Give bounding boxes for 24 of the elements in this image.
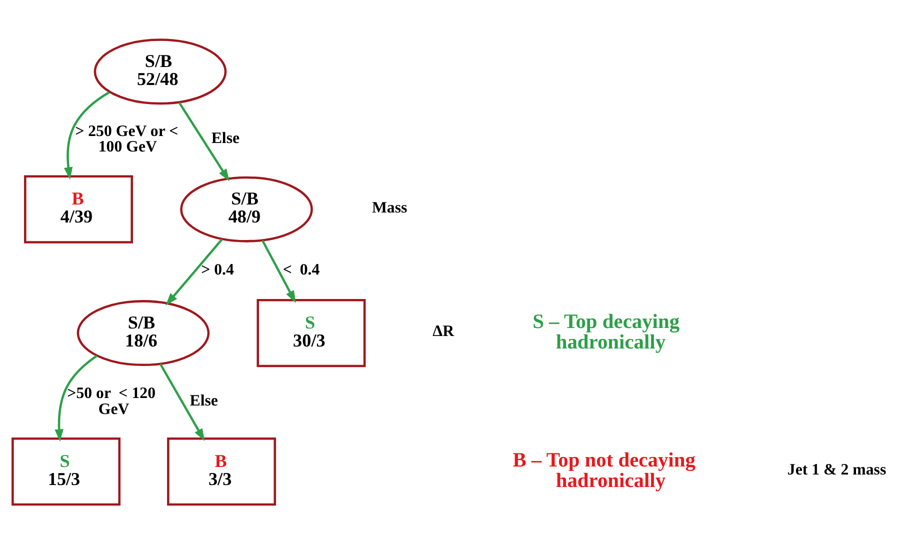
label: S – Top decaying hadronically xyxy=(532,310,680,353)
label: B – Top not decaying hadronically xyxy=(512,448,696,492)
node-box: B 4/39 xyxy=(24,174,133,243)
edge-label: < 0.4 xyxy=(282,260,320,278)
arrow xyxy=(262,239,296,303)
edge-label: > 0.4 xyxy=(201,260,234,278)
label: ΔR xyxy=(432,322,454,340)
node-box: S 15/3 xyxy=(12,436,120,506)
node-ellipse: S/B 52/48 xyxy=(94,38,227,104)
edge-label: > 250 GeV or < 100 GeV xyxy=(75,122,178,156)
arrow xyxy=(166,238,223,306)
label: Jet 1 & 2 mass xyxy=(787,461,886,478)
node-box: S 30/3 xyxy=(256,298,366,367)
node-ellipse: S/B 18/6 xyxy=(76,300,210,366)
node-ellipse: S/B 48/9 xyxy=(180,176,313,242)
edge-label: Else xyxy=(190,392,218,409)
edge-label: >50 or < 120 GeV xyxy=(67,384,156,418)
edge-label: Else xyxy=(211,130,240,147)
node-box: B 3/3 xyxy=(167,436,276,506)
arrow xyxy=(178,101,230,181)
arrow xyxy=(54,354,98,442)
arrow xyxy=(64,90,110,180)
arrow xyxy=(159,363,205,441)
label: Mass xyxy=(372,198,408,216)
